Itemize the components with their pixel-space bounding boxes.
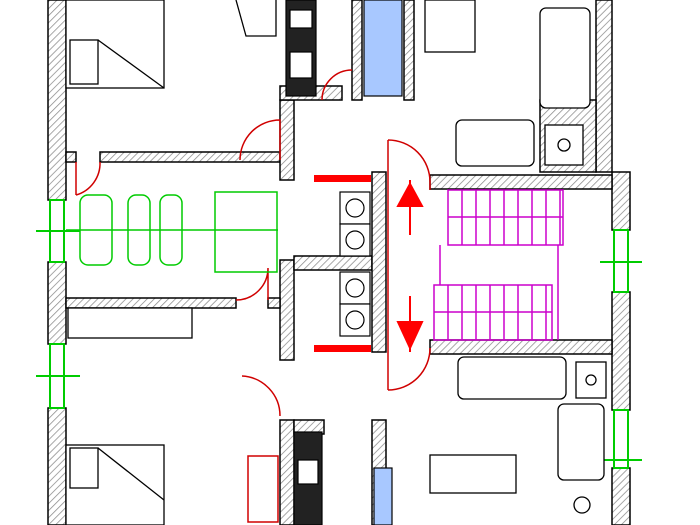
- meters: [339, 191, 371, 337]
- bathroom-fixtures: [66, 191, 278, 273]
- doors: [75, 69, 431, 523]
- stairs: [433, 189, 564, 341]
- bedroom-furniture: [65, 0, 277, 525]
- windows: [36, 199, 642, 469]
- kitchens: [285, 0, 403, 525]
- living-furniture: [424, 0, 607, 514]
- exit-arrows: [314, 175, 424, 352]
